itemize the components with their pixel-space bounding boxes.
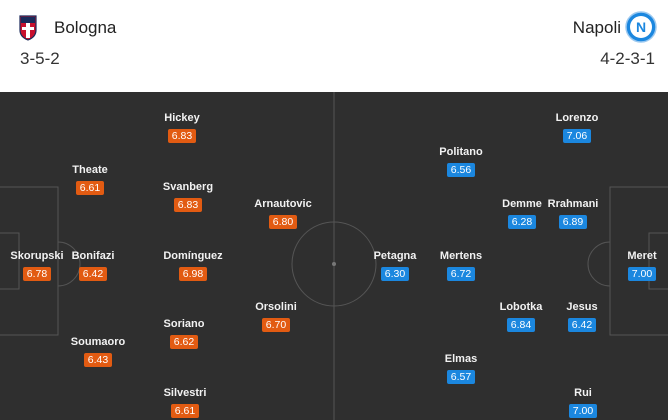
rating-badge: 6.84 xyxy=(506,318,536,332)
rating-badge: 6.56 xyxy=(446,163,476,177)
player-politano[interactable]: Politano 6.56 xyxy=(439,146,483,177)
rating-badge: 6.42 xyxy=(567,318,597,332)
player-svanberg[interactable]: Svanberg 6.83 xyxy=(162,181,214,212)
rating-badge: 6.30 xyxy=(380,267,410,281)
rating-badge: 6.61 xyxy=(75,181,105,195)
rating-badge: 6.83 xyxy=(167,129,197,143)
player-orsolini[interactable]: Orsolini 6.70 xyxy=(255,301,297,332)
player-hickey[interactable]: Hickey 6.83 xyxy=(164,112,200,143)
player-dominguez[interactable]: Domínguez 6.98 xyxy=(163,250,223,281)
rating-badge: 6.78 xyxy=(22,267,52,281)
player-soriano[interactable]: Soriano 6.62 xyxy=(163,318,205,349)
player-jesus[interactable]: Jesus 6.42 xyxy=(566,301,598,332)
player-soumaoro[interactable]: Soumaoro 6.43 xyxy=(70,336,126,367)
player-mertens[interactable]: Mertens 6.72 xyxy=(439,250,483,281)
pitch-lines xyxy=(0,92,668,420)
player-meret[interactable]: Meret 7.00 xyxy=(627,250,657,281)
rating-badge: 7.00 xyxy=(627,267,657,281)
player-demme[interactable]: Demme 6.28 xyxy=(502,198,542,229)
napoli-crest-icon: N xyxy=(625,11,657,43)
player-lorenzo[interactable]: Lorenzo 7.06 xyxy=(555,112,599,143)
rating-badge: 6.70 xyxy=(261,318,291,332)
bologna-crest-icon xyxy=(19,15,37,41)
player-skorupski[interactable]: Skorupski 6.78 xyxy=(10,250,64,281)
rating-badge: 6.72 xyxy=(446,267,476,281)
rating-badge: 6.57 xyxy=(446,370,476,384)
rating-badge: 6.83 xyxy=(173,198,203,212)
home-team-name[interactable]: Bologna xyxy=(54,18,117,37)
player-theate[interactable]: Theate 6.61 xyxy=(72,164,108,195)
rating-badge: 7.00 xyxy=(568,404,598,418)
player-petagna[interactable]: Petagna 6.30 xyxy=(373,250,417,281)
svg-text:N: N xyxy=(636,19,646,35)
rating-badge: 6.89 xyxy=(558,215,588,229)
home-formation: 3-5-2 xyxy=(20,49,60,68)
rating-badge: 6.80 xyxy=(268,215,298,229)
player-rui[interactable]: Rui 7.00 xyxy=(543,387,623,419)
away-team-name[interactable]: Napoli xyxy=(572,18,621,37)
player-silvestri[interactable]: Silvestri 6.61 xyxy=(163,387,207,418)
rating-badge: 6.61 xyxy=(170,404,200,418)
rating-badge: 6.98 xyxy=(178,267,208,281)
away-formation: 4-2-3-1 xyxy=(600,49,655,68)
rating-badge: 6.43 xyxy=(83,353,113,367)
match-header: Bologna 3-5-2 Napoli N 4-2-3-1 xyxy=(0,0,668,92)
player-bonifazi[interactable]: Bonifazi 6.42 xyxy=(71,250,115,281)
rating-badge: 6.42 xyxy=(78,267,108,281)
player-elmas[interactable]: Elmas 6.57 xyxy=(444,353,478,384)
player-arnautovic[interactable]: Arnautovic 6.80 xyxy=(254,198,312,229)
player-rrahmani[interactable]: Rrahmani 6.89 xyxy=(547,198,599,229)
player-lobotka[interactable]: Lobotka 6.84 xyxy=(499,301,543,332)
rating-badge: 6.62 xyxy=(169,335,199,349)
rating-badge: 6.28 xyxy=(507,215,537,229)
pitch: Skorupski 6.78 Theate 6.61 Bonifazi 6.42… xyxy=(0,92,668,420)
rating-badge: 7.06 xyxy=(562,129,592,143)
